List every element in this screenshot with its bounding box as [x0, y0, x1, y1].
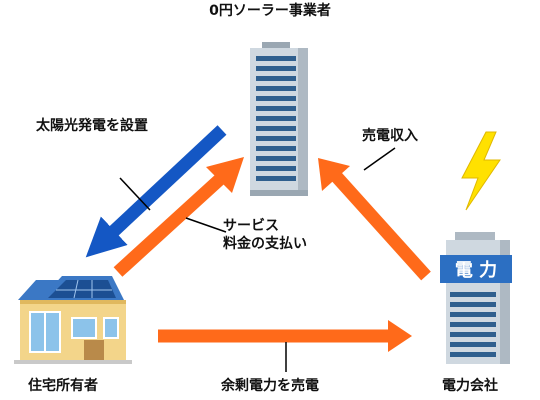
sell-leader-line — [363, 147, 396, 171]
building-window-row — [256, 96, 296, 101]
service-fee-arrow — [113, 165, 235, 277]
office-building-icon — [250, 42, 308, 196]
surplus-label: 余剰電力を売電 — [221, 378, 319, 394]
service-fee-label-line2: 料金の支払い — [223, 235, 307, 252]
resident-label: 住宅所有者 — [28, 378, 98, 394]
building-window-row — [256, 116, 296, 121]
solar-panel-icon — [48, 279, 116, 299]
building-window-row — [450, 292, 496, 297]
fee-leader-line — [185, 217, 227, 233]
building-window-row — [256, 106, 296, 111]
building-window-row — [450, 312, 496, 317]
utility-building-icon: 電 力 — [440, 232, 512, 364]
building-window-row — [256, 86, 296, 91]
install-label: 太陽光発電を設置 — [36, 118, 148, 134]
building-window-row — [256, 76, 296, 81]
building-window-row — [256, 136, 296, 141]
building-window-row — [256, 56, 296, 61]
building-window-row — [256, 126, 296, 131]
solar-house-icon — [14, 276, 132, 364]
provider-label: 0円ソーラー事業者 — [209, 3, 331, 19]
building-window-row — [450, 342, 496, 347]
sell-income-label: 売電収入 — [362, 128, 418, 144]
lightning-bolt-icon — [461, 131, 501, 211]
service-fee-arrowhead — [206, 157, 244, 193]
surplus-arrowhead — [388, 320, 412, 352]
sell-income-arrowhead — [318, 158, 350, 191]
building-window-row — [256, 146, 296, 151]
service-fee-label-line1: サービス — [223, 218, 279, 234]
building-window-row — [450, 302, 496, 307]
sell-income-arrow — [330, 170, 431, 281]
building-window-row — [256, 176, 296, 181]
utility-sign-text: 電 力 — [455, 260, 497, 281]
building-window-row — [450, 322, 496, 327]
building-window-row — [450, 332, 496, 337]
service-fee-label: サービス 料金の支払い — [223, 218, 307, 253]
building-window-row — [256, 166, 296, 171]
install-arrow — [85, 125, 227, 258]
building-window-row — [450, 352, 496, 357]
building-window-row — [256, 66, 296, 71]
install-leader-line — [119, 177, 151, 211]
building-window-row — [256, 156, 296, 161]
utility-sign — [440, 255, 512, 283]
utility-label: 電力会社 — [442, 378, 498, 394]
